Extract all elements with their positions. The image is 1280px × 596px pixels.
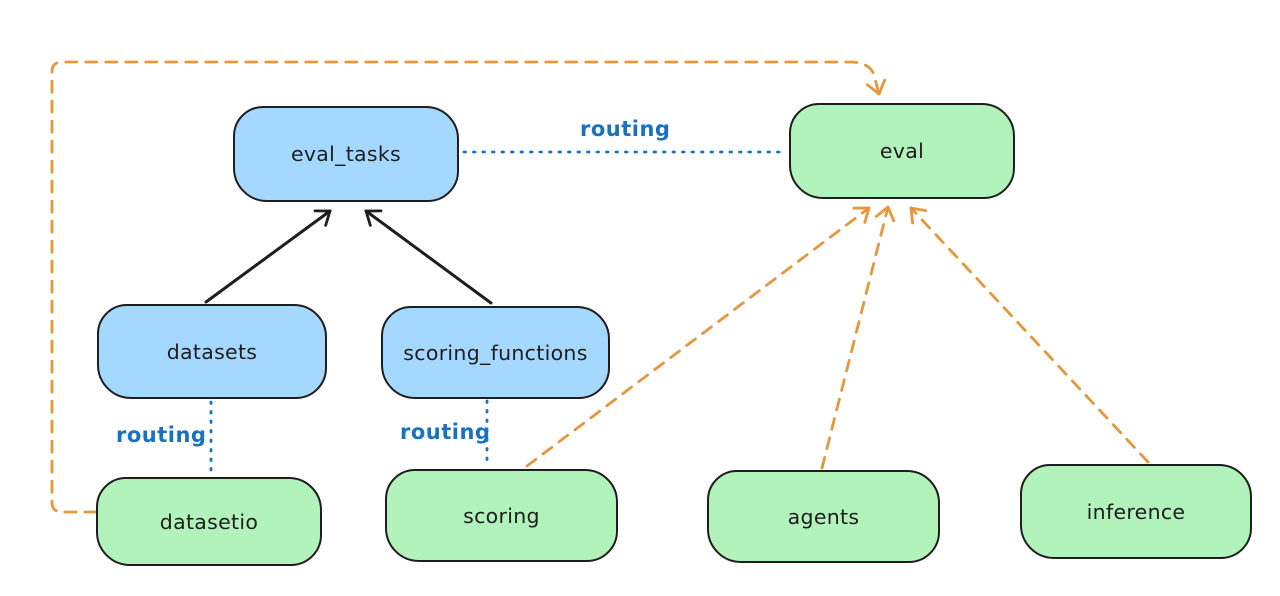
node-agents: agents [707, 470, 940, 563]
edge-scoring-functions-to-eval-tasks [364, 209, 493, 305]
edge-label-routing-top: routing [580, 117, 671, 141]
node-label: eval [879, 139, 925, 163]
node-label: datasets [166, 339, 258, 364]
node-label: scoring [463, 503, 540, 528]
node-eval-tasks: eval_tasks [233, 106, 459, 202]
edge-agents-to-eval [820, 205, 896, 470]
node-datasets: datasets [97, 304, 327, 399]
edge-scoring-to-eval [525, 206, 871, 468]
node-label: agents [787, 504, 860, 529]
node-label: inference [1086, 499, 1186, 524]
edge-inference-to-eval [909, 206, 1150, 464]
node-label: datasetio [159, 509, 259, 534]
node-datasetio: datasetio [96, 477, 322, 566]
node-inference: inference [1020, 464, 1252, 559]
edge-label-routing-datasetio: routing [116, 423, 207, 447]
edge-label-routing-scoring: routing [400, 420, 491, 444]
edge-datasetio-to-eval-around-top [50, 60, 887, 514]
node-label: scoring_functions [403, 340, 588, 365]
node-scoring: scoring [385, 469, 618, 562]
node-label: eval_tasks [290, 142, 402, 166]
edge-datasets-to-eval-tasks [204, 209, 332, 304]
node-scoring-functions: scoring_functions [381, 306, 610, 399]
node-eval: eval [789, 103, 1015, 199]
